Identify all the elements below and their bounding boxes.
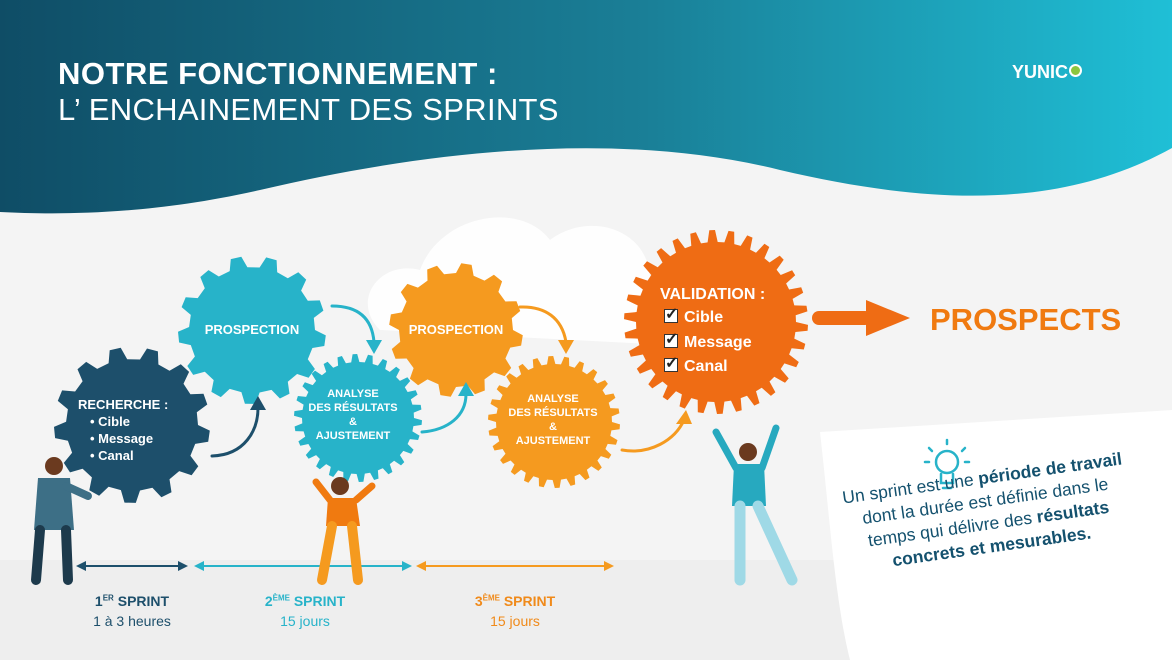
sprint-2-duration: 15 jours — [280, 613, 330, 629]
arrow-5-head — [676, 410, 692, 424]
arrow-3 — [420, 392, 468, 434]
page-title-line2: L’ ENCHAINEMENT DES SPRINTS — [58, 92, 559, 127]
sprint-1-duration: 1 à 3 heures — [93, 613, 171, 629]
logo-text: YUNIC — [1012, 62, 1069, 82]
gear-analyse-2 — [488, 356, 620, 488]
sprint-3-label: 3ÈME SPRINT — [474, 593, 556, 609]
gear-analyse-1 — [294, 354, 422, 482]
arrow-1-head — [250, 396, 266, 410]
validation-item: Cible — [664, 304, 723, 327]
arrow-2-head — [366, 340, 382, 354]
gear-recherche-item: • Canal — [90, 448, 134, 463]
gear-recherche — [54, 347, 210, 503]
gear-recherche-item: • Message — [90, 431, 154, 446]
validation-item: Message — [664, 329, 752, 352]
gear-validation-title: VALIDATION : — [660, 286, 766, 303]
logo-o-icon — [1069, 64, 1083, 77]
sprint-1-label: 1ER SPRINT — [94, 593, 170, 609]
arrow-4-head — [558, 340, 574, 354]
page-title-line1: NOTRE FONCTIONNEMENT : — [58, 56, 498, 91]
prospects-label: PROSPECTS — [930, 302, 1122, 337]
arrow-5 — [620, 418, 686, 453]
person-left — [31, 457, 92, 585]
gear-prospection-2-label: PROSPECTION — [408, 322, 504, 337]
arrow-3-head — [458, 382, 474, 396]
header-band — [0, 0, 1172, 214]
company-logo: YUNIC — [1012, 62, 1083, 83]
arrow-4 — [518, 305, 568, 344]
gear-recherche-title: RECHERCHE : — [78, 397, 169, 412]
big-arrow-to-prospects — [812, 300, 910, 336]
gear-prospection-1 — [178, 256, 326, 404]
sprint-3-duration: 15 jours — [490, 613, 540, 629]
person-middle — [312, 477, 376, 585]
arrow-2 — [330, 304, 376, 344]
gear-prospection-1-label: PROSPECTION — [204, 322, 300, 337]
note-paper — [820, 410, 1172, 660]
lightbulb-icon — [923, 438, 971, 490]
person-right — [712, 424, 798, 586]
gear-recherche-text: RECHERCHE : • Cible • Message • Canal — [78, 396, 168, 464]
checkbox-icon — [664, 353, 678, 373]
gear-prospection-2 — [389, 263, 523, 397]
validation-item: Canal — [664, 353, 728, 376]
checkbox-icon — [664, 304, 678, 324]
arrow-1 — [210, 406, 260, 458]
checkbox-icon — [664, 329, 678, 349]
sprint-2-label: 2ÈME SPRINT — [264, 593, 346, 609]
gear-recherche-item: • Cible — [90, 414, 130, 429]
